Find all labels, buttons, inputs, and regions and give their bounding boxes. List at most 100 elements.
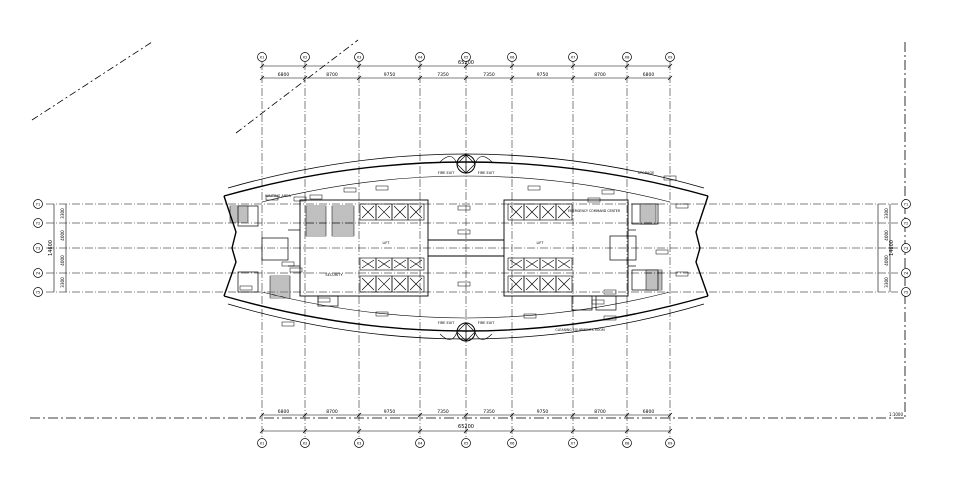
dimension-label: 4000 [884,230,889,241]
row-bubble-circle [33,287,43,297]
dimension-label: 8700 [594,409,606,415]
dimension-tick [667,63,673,69]
dimension-tick [259,428,265,434]
column-bubble-label: X7 [571,442,576,446]
room-tag [289,267,303,273]
row-bubble-circle [901,287,911,297]
cleaning-room-label: CLEANING EQUIPMENTS ROOM [555,328,604,332]
top-total-dimension: 65200 [458,60,474,66]
room-tag [281,261,295,267]
lift-cross [377,259,391,269]
dimension-tick [570,63,576,69]
column-bubble-circle [622,52,632,62]
dimension-label: 4000 [60,255,65,266]
column-bubble-circle [461,52,471,62]
dimension-tick [463,63,469,69]
dimension-tick [259,63,265,69]
column-bubble-circle [257,438,267,448]
row-bubble-label: Y1 [904,203,908,207]
dimension-label: 9750 [537,72,549,78]
column-bubble-label: X6 [510,442,515,446]
dimension-tick [417,63,423,69]
row-bubble-label: Y3 [904,247,908,251]
lift-cross [525,277,539,291]
column-bubble-label: X3 [357,56,362,60]
room-tag [587,197,601,203]
room-tag [601,189,615,195]
column-bubble-label: X4 [418,442,423,446]
partitions [237,203,659,311]
row-bubble-circle [33,218,43,228]
fire-exit-label: FIRE EXIT [478,321,495,325]
inner-slab-edge [261,175,671,319]
dimension-tick [259,75,265,81]
lift-cross [509,277,523,291]
column-bubble-label: X1 [260,442,265,446]
stair-box [305,205,327,237]
room-tag [375,185,389,191]
dimension-label: 7350 [483,72,495,78]
row-bubble-circle [33,268,43,278]
row-bubble-circle [33,243,43,253]
column-bubble-circle [507,438,517,448]
dimension-label: 8700 [326,72,338,78]
dimension-tick [356,63,362,69]
lift-cross [541,205,555,219]
row-bubble-circle [33,199,43,209]
right-total-dimension: 14600 [889,240,895,256]
lift-shafts [359,203,573,293]
dimension-tick [356,75,362,81]
dimension-tick [463,412,469,418]
column-bubble-label: X8 [625,56,630,60]
dimension-tick [417,75,423,81]
column-bubble-label: X1 [260,56,265,60]
column-bubble-circle [300,438,310,448]
bottom-total-dimension: 65200 [458,424,474,430]
lift-cross [557,259,571,269]
column-bubble-label: X9 [668,56,673,60]
dimension-tick [570,412,576,418]
dimension-label: 9750 [384,72,396,78]
lift-cross [393,259,407,269]
dimension-label: 7350 [437,72,449,78]
fire-exit-label: FIRE EXIT [438,171,455,175]
stair-box [269,275,291,299]
dimension-label: 7350 [483,409,495,415]
column-bubble-circle [257,52,267,62]
dimension-tick [302,412,308,418]
room-tag [457,205,471,211]
dimension-tick [463,75,469,81]
dimension-label: 3300 [60,208,65,219]
dimension-tick [509,412,515,418]
lift-cross [361,277,375,291]
lift-car [407,275,425,293]
fire-exit-label: FIRE EXIT [478,171,495,175]
dimension-tick [356,412,362,418]
column-bubble-circle [415,52,425,62]
column-bubble-label: X3 [357,442,362,446]
lift-car [555,257,573,271]
dimension-label: 6800 [278,409,290,415]
column-bubble-label: X8 [625,442,630,446]
dimension-tick [509,428,515,434]
column-bubble-circle [461,438,471,448]
column-bubble-circle [507,52,517,62]
lift-car [555,275,573,293]
row-bubble-label: Y2 [904,222,908,226]
dimension-tick [570,75,576,81]
lift-cross [525,205,539,219]
row-bubble-label: Y4 [36,272,41,276]
room-tag [675,203,689,209]
dimension-tick [624,75,630,81]
row-bubble-label: Y5 [904,291,908,295]
room-tag [603,289,617,295]
room-tag [317,297,331,303]
dimension-label: 3300 [884,208,889,219]
dimension-tick [302,75,308,81]
lift-cross [509,205,523,219]
column-bubble-circle [354,52,364,62]
